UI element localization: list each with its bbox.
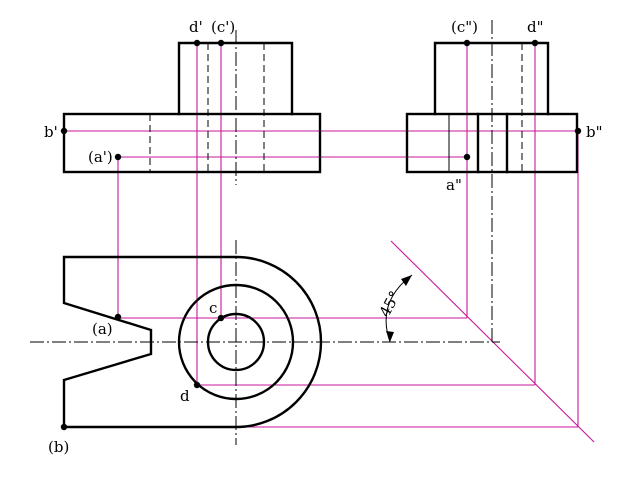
- label-c-front: (c'): [211, 18, 235, 36]
- label-a-front: (a'): [88, 148, 113, 166]
- label-b-top: (b): [48, 438, 69, 456]
- points: [60, 39, 582, 431]
- label-a-top: (a): [92, 320, 113, 338]
- angle-mark: 45°: [376, 274, 413, 343]
- projection-lines: [64, 42, 595, 443]
- front-view: [62, 30, 322, 185]
- point-labels: d' (c') (c") d" b' b" (a') a" (a) c d (b…: [44, 18, 603, 456]
- side-view: [405, 20, 579, 342]
- label-c-side: (c"): [451, 18, 478, 36]
- top-view: [30, 240, 500, 445]
- label-a-side: a": [446, 176, 462, 194]
- label-d-side: d": [527, 18, 544, 36]
- angle-label: 45°: [376, 288, 404, 320]
- label-b-front: b': [44, 123, 58, 141]
- label-c-top: c: [209, 299, 217, 317]
- label-d-top: d: [180, 387, 190, 405]
- label-d-front: d': [189, 18, 203, 36]
- label-b-side: b": [586, 123, 603, 141]
